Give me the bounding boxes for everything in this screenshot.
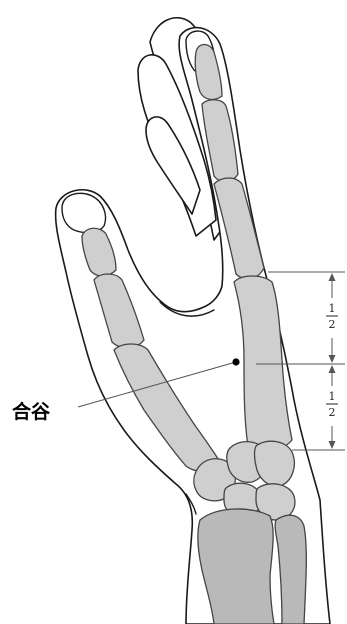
upper-fraction-numerator: 1 bbox=[329, 302, 336, 315]
lower-fraction-label: 1 2 bbox=[326, 390, 338, 419]
acupoint-label: 合谷 bbox=[12, 400, 51, 423]
lower-fraction-denominator: 2 bbox=[329, 406, 336, 419]
upper-fraction-label: 1 2 bbox=[326, 302, 338, 331]
acupoint-dot bbox=[232, 358, 239, 365]
upper-fraction-denominator: 2 bbox=[329, 318, 336, 331]
lower-fraction-numerator: 1 bbox=[329, 390, 336, 403]
